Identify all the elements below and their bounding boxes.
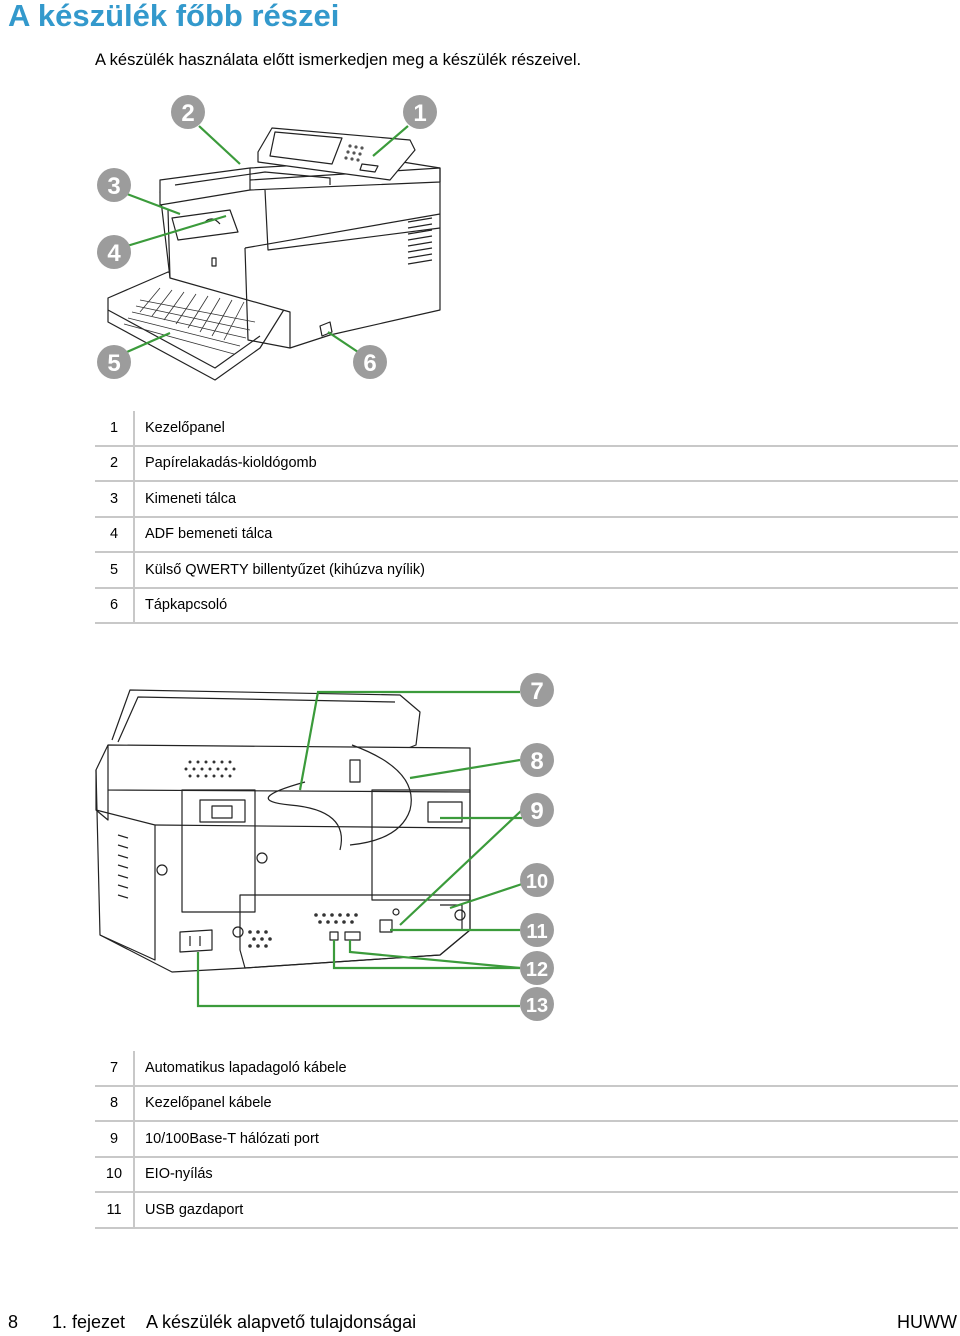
callout-10: 10 <box>520 863 554 897</box>
page-footer: 8 1. fejezet A készülék alapvető tulajdo… <box>0 1309 960 1336</box>
callout-3: 3 <box>97 168 131 202</box>
callout-8: 8 <box>520 743 554 777</box>
callout-4: 4 <box>97 235 131 269</box>
callout-6: 6 <box>353 345 387 379</box>
part-label: Kezelőpanel <box>134 411 958 447</box>
brand-label: HUWW <box>897 1312 957 1332</box>
callout-11: 11 <box>520 913 554 947</box>
callout-1: 1 <box>403 95 437 129</box>
part-number: 11 <box>95 1192 135 1229</box>
callout-12: 12 <box>520 951 554 985</box>
part-number: 5 <box>95 552 135 589</box>
part-label: Külső QWERTY billentyűzet (kihúzva nyíli… <box>134 552 958 589</box>
device-back-illustration: 7 8 9 10 11 12 13 <box>90 672 560 1022</box>
svg-text:8: 8 <box>530 748 543 775</box>
svg-text:3: 3 <box>107 173 120 200</box>
part-number: 8 <box>95 1085 135 1122</box>
part-number: 10 <box>95 1156 135 1193</box>
svg-text:5: 5 <box>107 350 120 377</box>
part-number: 1 <box>95 411 135 447</box>
part-number: 2 <box>95 445 135 482</box>
svg-text:2: 2 <box>181 100 194 127</box>
part-label: Automatikus lapadagoló kábele <box>134 1051 958 1087</box>
section-label: A készülék alapvető tulajdonságai <box>146 1312 417 1332</box>
part-label: EIO-nyílás <box>134 1156 958 1193</box>
part-label: ADF bemeneti tálca <box>134 516 958 553</box>
callout-5: 5 <box>97 345 131 379</box>
part-label: Kezelőpanel kábele <box>134 1085 958 1122</box>
chapter-label: 1. fejezet <box>52 1312 126 1332</box>
part-number: 7 <box>95 1051 135 1087</box>
callout-13: 13 <box>520 987 554 1021</box>
svg-text:12: 12 <box>526 959 548 981</box>
part-number: 6 <box>95 587 135 624</box>
svg-text:7: 7 <box>530 678 543 705</box>
svg-text:4: 4 <box>107 240 121 267</box>
intro-text: A készülék használata előtt ismerkedjen … <box>95 51 582 69</box>
part-label: Tápkapcsoló <box>134 587 958 624</box>
part-number: 9 <box>95 1121 135 1158</box>
svg-text:11: 11 <box>526 921 547 943</box>
svg-text:6: 6 <box>363 350 376 377</box>
svg-text:10: 10 <box>526 871 548 893</box>
part-label: USB gazdaport <box>134 1192 958 1229</box>
svg-text:13: 13 <box>526 995 548 1017</box>
part-number: 3 <box>95 481 135 518</box>
page-number: 8 <box>8 1312 19 1332</box>
svg-text:9: 9 <box>530 798 543 825</box>
part-label: Papírelakadás-kioldógomb <box>134 445 958 482</box>
svg-text:1: 1 <box>413 100 426 127</box>
callout-7: 7 <box>520 673 554 707</box>
device-front-illustration: 1 2 3 4 5 6 <box>90 88 450 388</box>
page-title: A készülék főbb részei <box>8 0 340 33</box>
part-number: 4 <box>95 516 135 553</box>
callout-2: 2 <box>171 95 205 129</box>
part-label: 10/100Base-T hálózati port <box>134 1121 958 1158</box>
callout-9: 9 <box>520 793 554 827</box>
part-label: Kimeneti tálca <box>134 481 958 518</box>
